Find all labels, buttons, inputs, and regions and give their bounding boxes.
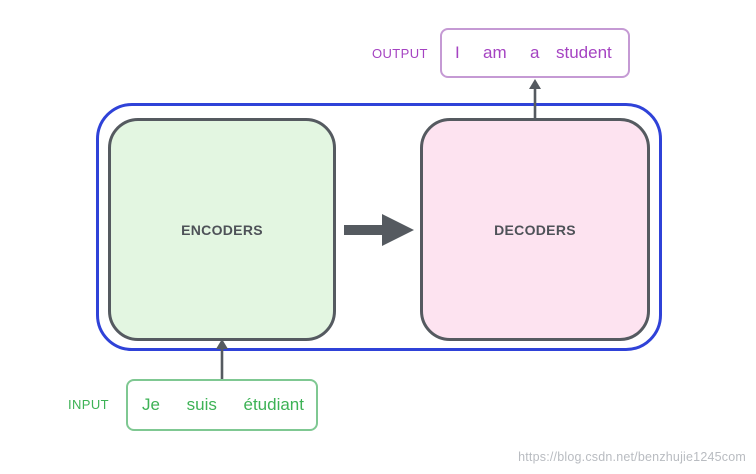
transformer-box <box>96 103 662 351</box>
input-word: étudiant <box>243 395 304 414</box>
decoders-block: DECODERS <box>420 118 650 341</box>
input-sentence-box: Je suis étudiant <box>126 379 318 431</box>
input-word: Je <box>142 395 160 414</box>
output-word: a <box>530 43 540 62</box>
output-word: I <box>455 43 460 62</box>
encoder-to-decoder-arrow <box>344 214 414 246</box>
encoders-label: ENCODERS <box>181 221 263 238</box>
input-word: suis <box>186 395 217 414</box>
output-label: OUTPUT <box>372 46 428 61</box>
input-label: INPUT <box>68 397 109 412</box>
output-arrow-icon <box>529 79 541 119</box>
output-word: am <box>483 43 507 62</box>
output-word: student <box>556 43 612 62</box>
decoders-label: DECODERS <box>494 221 576 238</box>
watermark-url: https://blog.csdn.net/benzhujie1245com <box>518 450 746 464</box>
encoders-block: ENCODERS <box>108 118 336 341</box>
input-arrow-icon <box>216 339 228 379</box>
output-sentence-box: I am a student <box>440 28 630 78</box>
